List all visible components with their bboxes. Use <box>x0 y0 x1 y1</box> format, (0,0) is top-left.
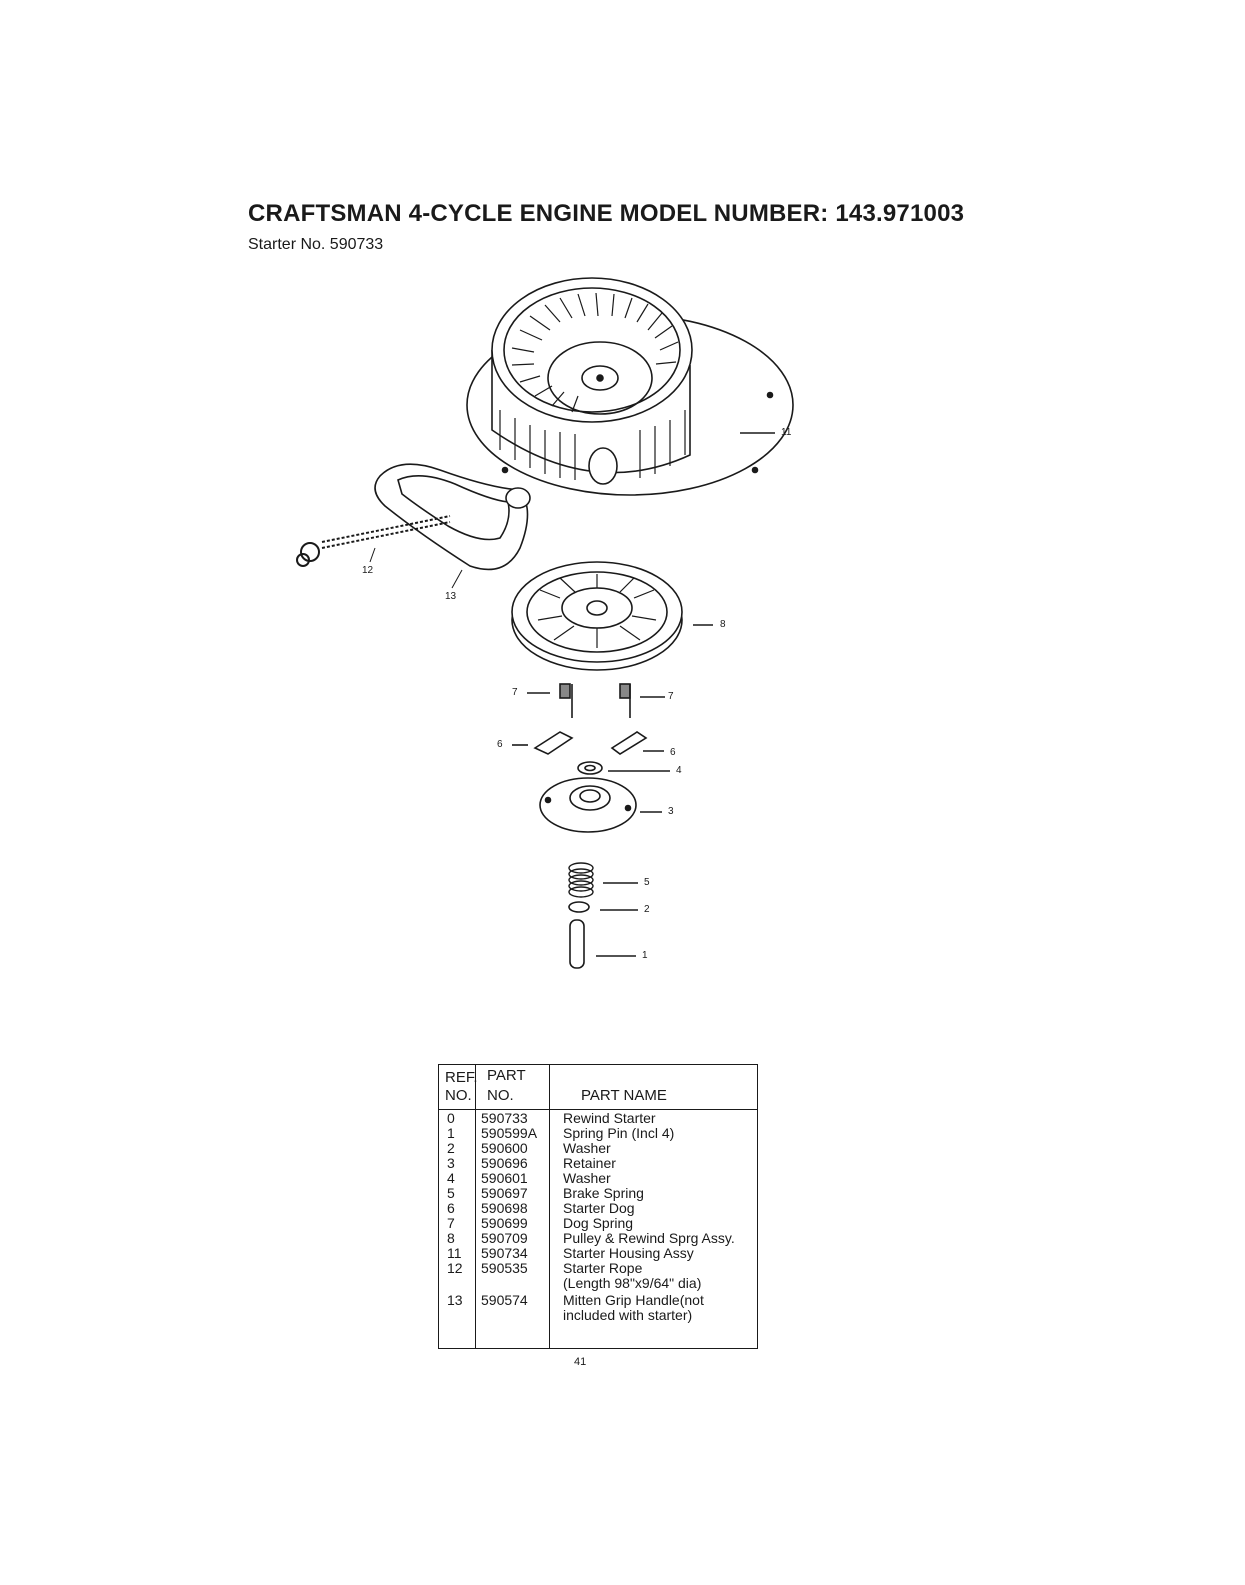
part-name-cell: Brake Spring <box>563 1185 644 1201</box>
ref-header-line1: REF. <box>445 1069 478 1086</box>
part-name-cell: Pulley & Rewind Sprg Assy. <box>563 1230 735 1246</box>
parts-list-table: REF. NO. PART NO. PART NAME 0 590733 Rew… <box>438 1064 758 1349</box>
part-no-cell: 590574 <box>481 1292 528 1308</box>
callout-3: 3 <box>668 806 674 817</box>
part-name-cell: Retainer <box>563 1155 616 1171</box>
ref-cell: 3 <box>447 1155 455 1171</box>
callout-6-right: 6 <box>670 747 676 758</box>
part-no-cell: 590698 <box>481 1200 528 1216</box>
ref-cell: 7 <box>447 1215 455 1231</box>
page-number: 41 <box>574 1356 587 1368</box>
part-name-cell: Starter Dog <box>563 1200 635 1216</box>
callout-7-left: 7 <box>512 687 518 698</box>
part-no-cell: 590599A <box>481 1125 538 1141</box>
ref-cell: 13 <box>447 1292 463 1308</box>
ref-cell: 4 <box>447 1170 455 1186</box>
part-name-cell: Washer <box>563 1170 611 1186</box>
part-name-cell: included with starter) <box>563 1307 693 1323</box>
part-name-cell: Spring Pin (Incl 4) <box>563 1125 675 1141</box>
part-no-cell: 590535 <box>481 1260 528 1276</box>
part-name-cell: Rewind Starter <box>563 1110 656 1126</box>
part-no-cell: 590709 <box>481 1230 528 1246</box>
callout-4: 4 <box>676 765 682 776</box>
spring-pin-drawing <box>569 919 585 969</box>
part-name-cell: Washer <box>563 1140 611 1156</box>
ref-cell: 6 <box>447 1200 455 1216</box>
callout-12: 12 <box>362 565 374 576</box>
part-name-cell: Dog Spring <box>563 1215 634 1231</box>
washer-drawing <box>577 761 603 775</box>
part-no-cell: 590734 <box>481 1245 528 1261</box>
callout-8: 8 <box>720 619 726 630</box>
brake-spring-drawing <box>568 862 594 898</box>
part-name-cell: Starter Rope <box>563 1260 643 1276</box>
starter-rope-drawing <box>296 515 451 567</box>
ref-cell: 12 <box>447 1260 463 1276</box>
callout-13: 13 <box>445 591 457 602</box>
part-header-line1: PART <box>487 1067 526 1084</box>
part-header-line2: NO. <box>487 1087 514 1104</box>
ref-cell: 8 <box>447 1230 455 1246</box>
page-title: CRAFTSMAN 4-CYCLE ENGINE MODEL NUMBER: 1… <box>248 200 965 227</box>
part-no-cell: 590733 <box>481 1110 528 1126</box>
ref-cell: 11 <box>447 1245 462 1261</box>
ref-cell: 1 <box>447 1125 455 1141</box>
ref-cell: 0 <box>447 1110 455 1126</box>
part-name-cell: Mitten Grip Handle(not <box>563 1292 704 1308</box>
retainer-drawing <box>539 777 637 833</box>
callout-6-left: 6 <box>497 739 503 750</box>
callout-7-right: 7 <box>668 691 674 702</box>
callout-5: 5 <box>644 877 650 888</box>
part-no-cell: 590696 <box>481 1155 528 1171</box>
callout-1: 1 <box>642 950 648 961</box>
part-no-cell: 590699 <box>481 1215 528 1231</box>
exploded-parts-diagram <box>296 277 794 969</box>
mitten-grip-handle-drawing <box>374 463 531 571</box>
part-no-cell: 590600 <box>481 1140 528 1156</box>
ref-cell: 5 <box>447 1185 455 1201</box>
part-name-cell: (Length 98"x9/64" dia) <box>563 1275 702 1291</box>
callout-11: 11 <box>781 427 792 438</box>
dog-spring-drawing <box>559 683 631 718</box>
ref-cell: 2 <box>447 1140 455 1156</box>
pulley-drawing <box>511 561 683 671</box>
starter-number: Starter No. 590733 <box>248 236 384 253</box>
part-name-cell: Starter Housing Assy <box>563 1245 694 1261</box>
ref-header-line2: NO. <box>445 1087 472 1104</box>
part-name-header: PART NAME <box>581 1087 667 1104</box>
callout-2: 2 <box>644 904 650 915</box>
part-no-cell: 590697 <box>481 1185 528 1201</box>
starter-dog-drawing <box>533 731 648 755</box>
starter-housing-drawing <box>466 277 794 496</box>
part-no-cell: 590601 <box>481 1170 528 1186</box>
washer-small-drawing <box>568 901 590 913</box>
